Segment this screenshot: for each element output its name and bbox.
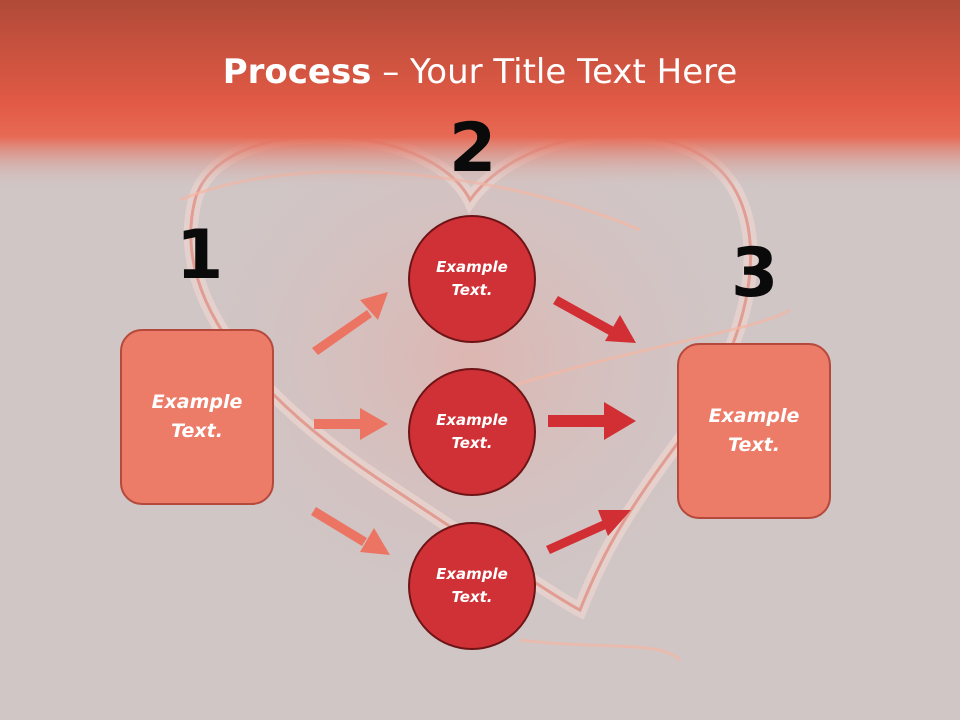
step3-box-text: Example Text. <box>708 405 800 456</box>
step-number-2: 2 <box>449 109 497 188</box>
step3-box: Example Text. <box>677 343 831 519</box>
slide-title: Process – Your Title Text Here <box>0 52 960 92</box>
circle-2-text: Example Text. <box>436 411 508 452</box>
step2-circle-2: Example Text. <box>408 368 536 496</box>
title-rest: – Your Title Text Here <box>371 52 738 92</box>
arrow-1-to-circle-2 <box>314 408 388 440</box>
step2-circle-1: Example Text. <box>408 215 536 343</box>
arrow-circle-1-to-3 <box>553 296 636 343</box>
arrow-circle-3-to-3 <box>546 510 631 554</box>
step-number-1: 1 <box>176 216 224 295</box>
step1-box-text: Example Text. <box>151 391 243 442</box>
arrow-1-to-circle-3 <box>311 507 390 555</box>
circle-3-text: Example Text. <box>436 565 508 606</box>
arrow-1-to-circle-1 <box>312 292 388 355</box>
step-number-3: 3 <box>731 234 779 313</box>
circle-1-text: Example Text. <box>436 258 508 299</box>
title-bold: Process <box>222 52 372 92</box>
step2-circle-3: Example Text. <box>408 522 536 650</box>
step1-box: Example Text. <box>120 329 274 505</box>
arrow-circle-2-to-3 <box>548 402 636 440</box>
